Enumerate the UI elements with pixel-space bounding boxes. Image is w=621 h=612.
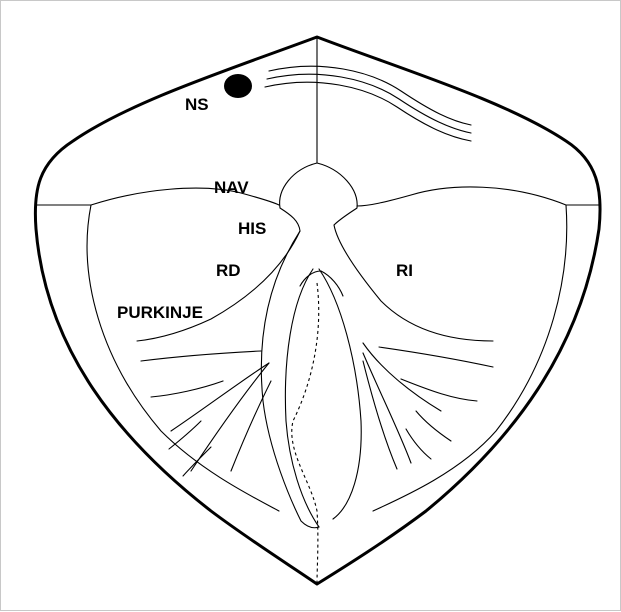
septum-inner-left <box>285 269 319 527</box>
his-bundle-right <box>334 225 493 341</box>
left-purkinje-branches <box>141 351 271 476</box>
sinus-node-dot <box>224 74 252 98</box>
label-nav: NAV <box>214 178 249 197</box>
septal-midline <box>292 283 319 584</box>
interventricular-septum <box>261 231 319 528</box>
right-purkinje-branches <box>363 343 493 469</box>
label-his: HIS <box>238 219 266 238</box>
internodal-pathways <box>265 66 471 141</box>
septum-inner-right <box>319 269 361 519</box>
left-ventricle-wall <box>87 205 279 511</box>
septum-cap <box>300 271 343 296</box>
av-plane-right <box>357 187 599 206</box>
label-ri: RI <box>396 261 413 280</box>
label-purkinje: PURKINJE <box>117 303 203 322</box>
label-ns: NS <box>185 95 209 114</box>
right-ventricle-wall <box>373 205 567 511</box>
label-rd: RD <box>216 261 241 280</box>
